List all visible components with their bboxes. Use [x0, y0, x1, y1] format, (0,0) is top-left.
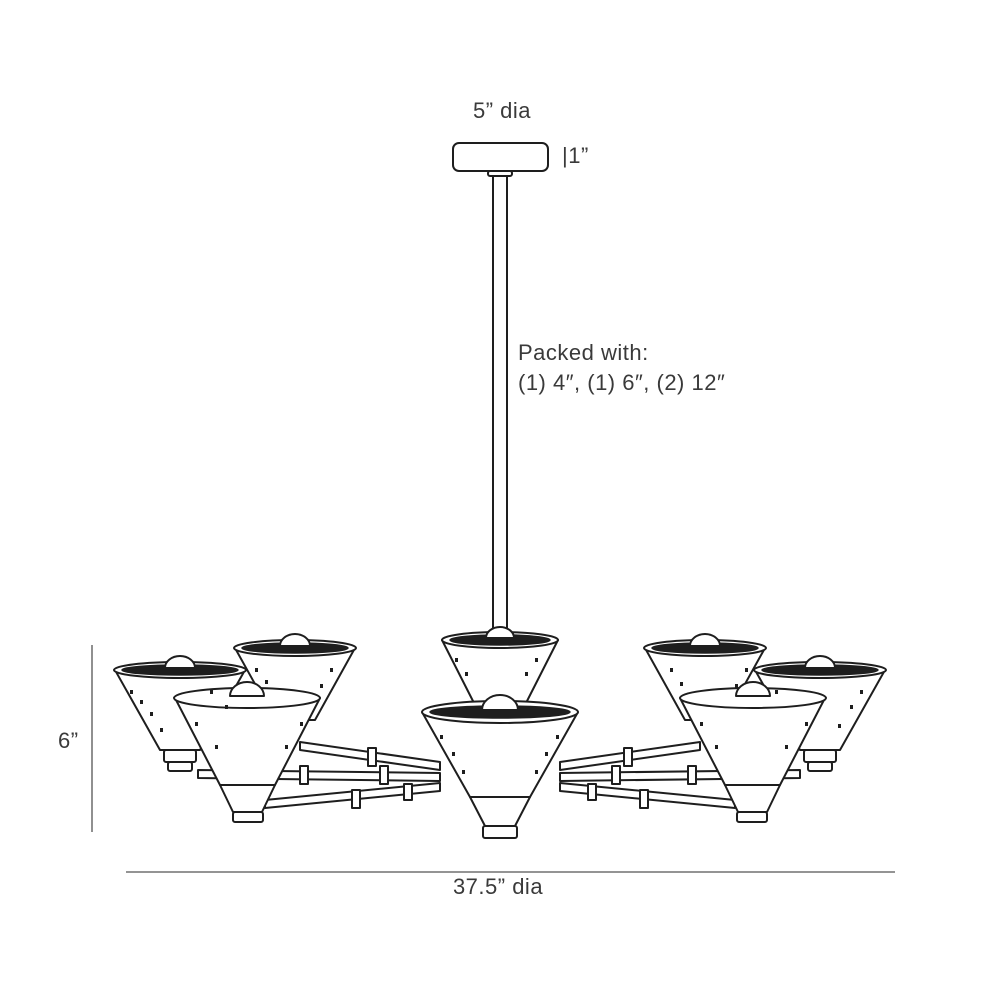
downrod	[492, 175, 508, 702]
fixture-diameter-label: 37.5” dia	[452, 874, 544, 899]
canopy-diameter-label: 5” dia	[472, 98, 532, 123]
shade-front-right	[679, 681, 827, 823]
packed-with-title: Packed with:	[518, 340, 649, 365]
canopy-height-label: |1”	[562, 143, 589, 168]
canopy	[452, 142, 549, 177]
perforation-pattern	[130, 658, 863, 774]
shade-back-center	[441, 626, 559, 706]
fixture-height-label: 6”	[58, 728, 79, 753]
shade-front-center	[421, 694, 579, 839]
packed-with-rods: (1) 4″, (1) 6″, (2) 12″	[518, 370, 726, 395]
